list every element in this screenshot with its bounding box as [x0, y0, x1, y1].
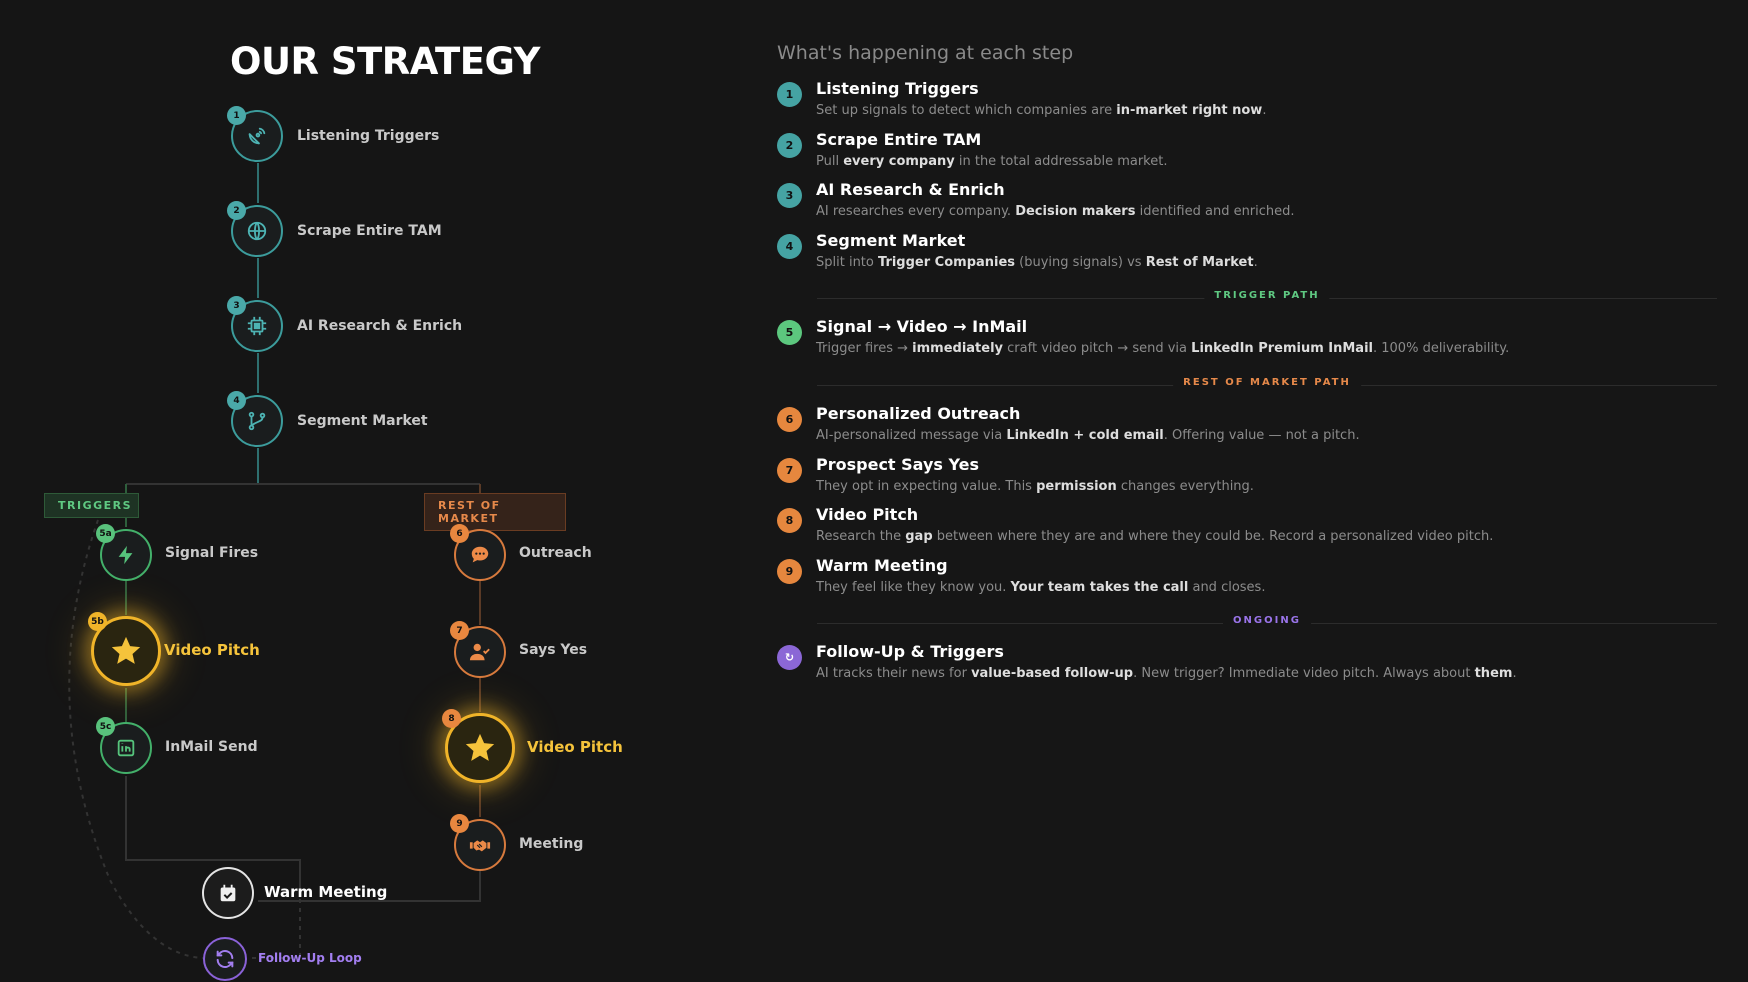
node-label: AI Research & Enrich	[297, 318, 463, 334]
step-badge: 3	[227, 296, 246, 315]
node-label-highlight: Video Pitch	[527, 738, 623, 756]
step-description: They feel like they know you. Your team …	[816, 580, 1266, 595]
step-description: AI researches every company. Decision ma…	[816, 204, 1295, 219]
branch-tag-triggers: TRIGGERS	[44, 493, 139, 518]
handshake-icon	[469, 840, 491, 852]
step-number: ↻	[777, 645, 802, 670]
diagram-title: OUR STRATEGY	[230, 40, 540, 83]
branch-tag-rest-of-market: REST OF MARKET	[424, 493, 566, 531]
connector	[125, 776, 301, 890]
step-title: Warm Meeting	[816, 556, 948, 575]
step-title: Segment Market	[816, 231, 966, 250]
step-description: Pull every company in the total addressa…	[816, 154, 1168, 169]
node-label: Listening Triggers	[297, 128, 440, 144]
step-title: AI Research & Enrich	[816, 180, 1005, 199]
step-badge: 9	[450, 814, 469, 833]
step-description: Trigger fires → immediately craft video …	[816, 341, 1510, 356]
git-branch-icon	[248, 411, 266, 431]
node-label: Meeting	[519, 836, 584, 852]
step-number: 7	[777, 458, 802, 483]
cpu-chip-icon	[247, 316, 267, 336]
step-number: 1	[777, 82, 802, 107]
linkedin-icon	[117, 739, 135, 757]
step-badge: 7	[450, 621, 469, 640]
node-label: Says Yes	[519, 642, 588, 658]
divider-label: REST OF MARKET PATH	[1173, 377, 1361, 388]
step-number: 3	[777, 183, 802, 208]
panel-subtitle: What's happening at each step	[777, 42, 1074, 64]
node-label: Outreach	[519, 545, 592, 561]
refresh-icon	[216, 950, 234, 968]
step-badge: 6	[450, 524, 469, 543]
step-number: 5	[777, 320, 802, 345]
step-title: Prospect Says Yes	[816, 455, 979, 474]
step-title: Personalized Outreach	[816, 404, 1021, 423]
section-divider: TRIGGER PATH	[817, 290, 1717, 306]
steps-panel: What's happening at each step 1 Listenin…	[740, 0, 1748, 982]
step-badge: 5c	[96, 717, 115, 736]
step-number: 6	[777, 407, 802, 432]
calendar-check-icon	[220, 884, 236, 902]
step-number: 2	[777, 133, 802, 158]
chat-bubble-icon	[471, 546, 489, 563]
node-label: InMail Send	[165, 739, 258, 755]
strategy-diagram-panel: OUR STRATEGY 1 Listening Triggers 2 Scra…	[0, 0, 740, 982]
step-badge: 8	[442, 709, 461, 728]
step-badge: 5b	[88, 612, 107, 631]
star-icon	[111, 636, 141, 664]
satellite-dish-icon	[248, 127, 266, 145]
diagram-connectors	[68, 163, 481, 959]
step-title: Listening Triggers	[816, 79, 979, 98]
node-video-pitch-rest	[445, 713, 515, 783]
step-description: Split into Trigger Companies (buying sig…	[816, 255, 1258, 270]
step-number: 8	[777, 508, 802, 533]
section-divider: ONGOING	[817, 615, 1717, 631]
node-label-follow-up: Follow-Up Loop	[258, 951, 362, 965]
node-follow-up-loop	[203, 937, 247, 981]
node-warm-meeting	[202, 867, 254, 919]
step-title: Video Pitch	[816, 505, 919, 524]
step-title: Follow-Up & Triggers	[816, 642, 1004, 661]
section-divider: REST OF MARKET PATH	[817, 377, 1717, 393]
step-description: Set up signals to detect which companies…	[816, 103, 1267, 118]
divider-label: ONGOING	[1223, 615, 1311, 626]
node-label-highlight: Video Pitch	[164, 641, 260, 659]
step-number: 9	[777, 559, 802, 584]
node-label: Scrape Entire TAM	[297, 223, 442, 239]
step-number: 4	[777, 234, 802, 259]
step-badge: 1	[227, 106, 246, 125]
step-badge: 2	[227, 201, 246, 220]
loop-dashed-connector	[68, 519, 204, 959]
step-badge: 4	[227, 391, 246, 410]
step-badge: 5a	[96, 524, 115, 543]
step-description: They opt in expecting value. This permis…	[816, 479, 1254, 494]
lightning-bolt-icon	[118, 545, 133, 565]
connector	[258, 871, 481, 902]
step-title: Scrape Entire TAM	[816, 130, 982, 149]
node-label-warm-meeting: Warm Meeting	[264, 883, 388, 901]
step-description: AI tracks their news for value-based fol…	[816, 666, 1517, 681]
step-description: Research the gap between where they are …	[816, 529, 1494, 544]
star-icon	[465, 733, 495, 761]
user-check-icon	[469, 643, 490, 661]
step-description: AI-personalized message via LinkedIn + c…	[816, 428, 1360, 443]
node-segment-market	[231, 395, 283, 447]
divider-label: TRIGGER PATH	[1204, 290, 1330, 301]
node-label: Segment Market	[297, 413, 428, 429]
node-ai-research	[231, 300, 283, 352]
globe-icon	[247, 221, 267, 241]
node-label: Signal Fires	[165, 545, 259, 561]
step-title: Signal → Video → InMail	[816, 317, 1028, 336]
